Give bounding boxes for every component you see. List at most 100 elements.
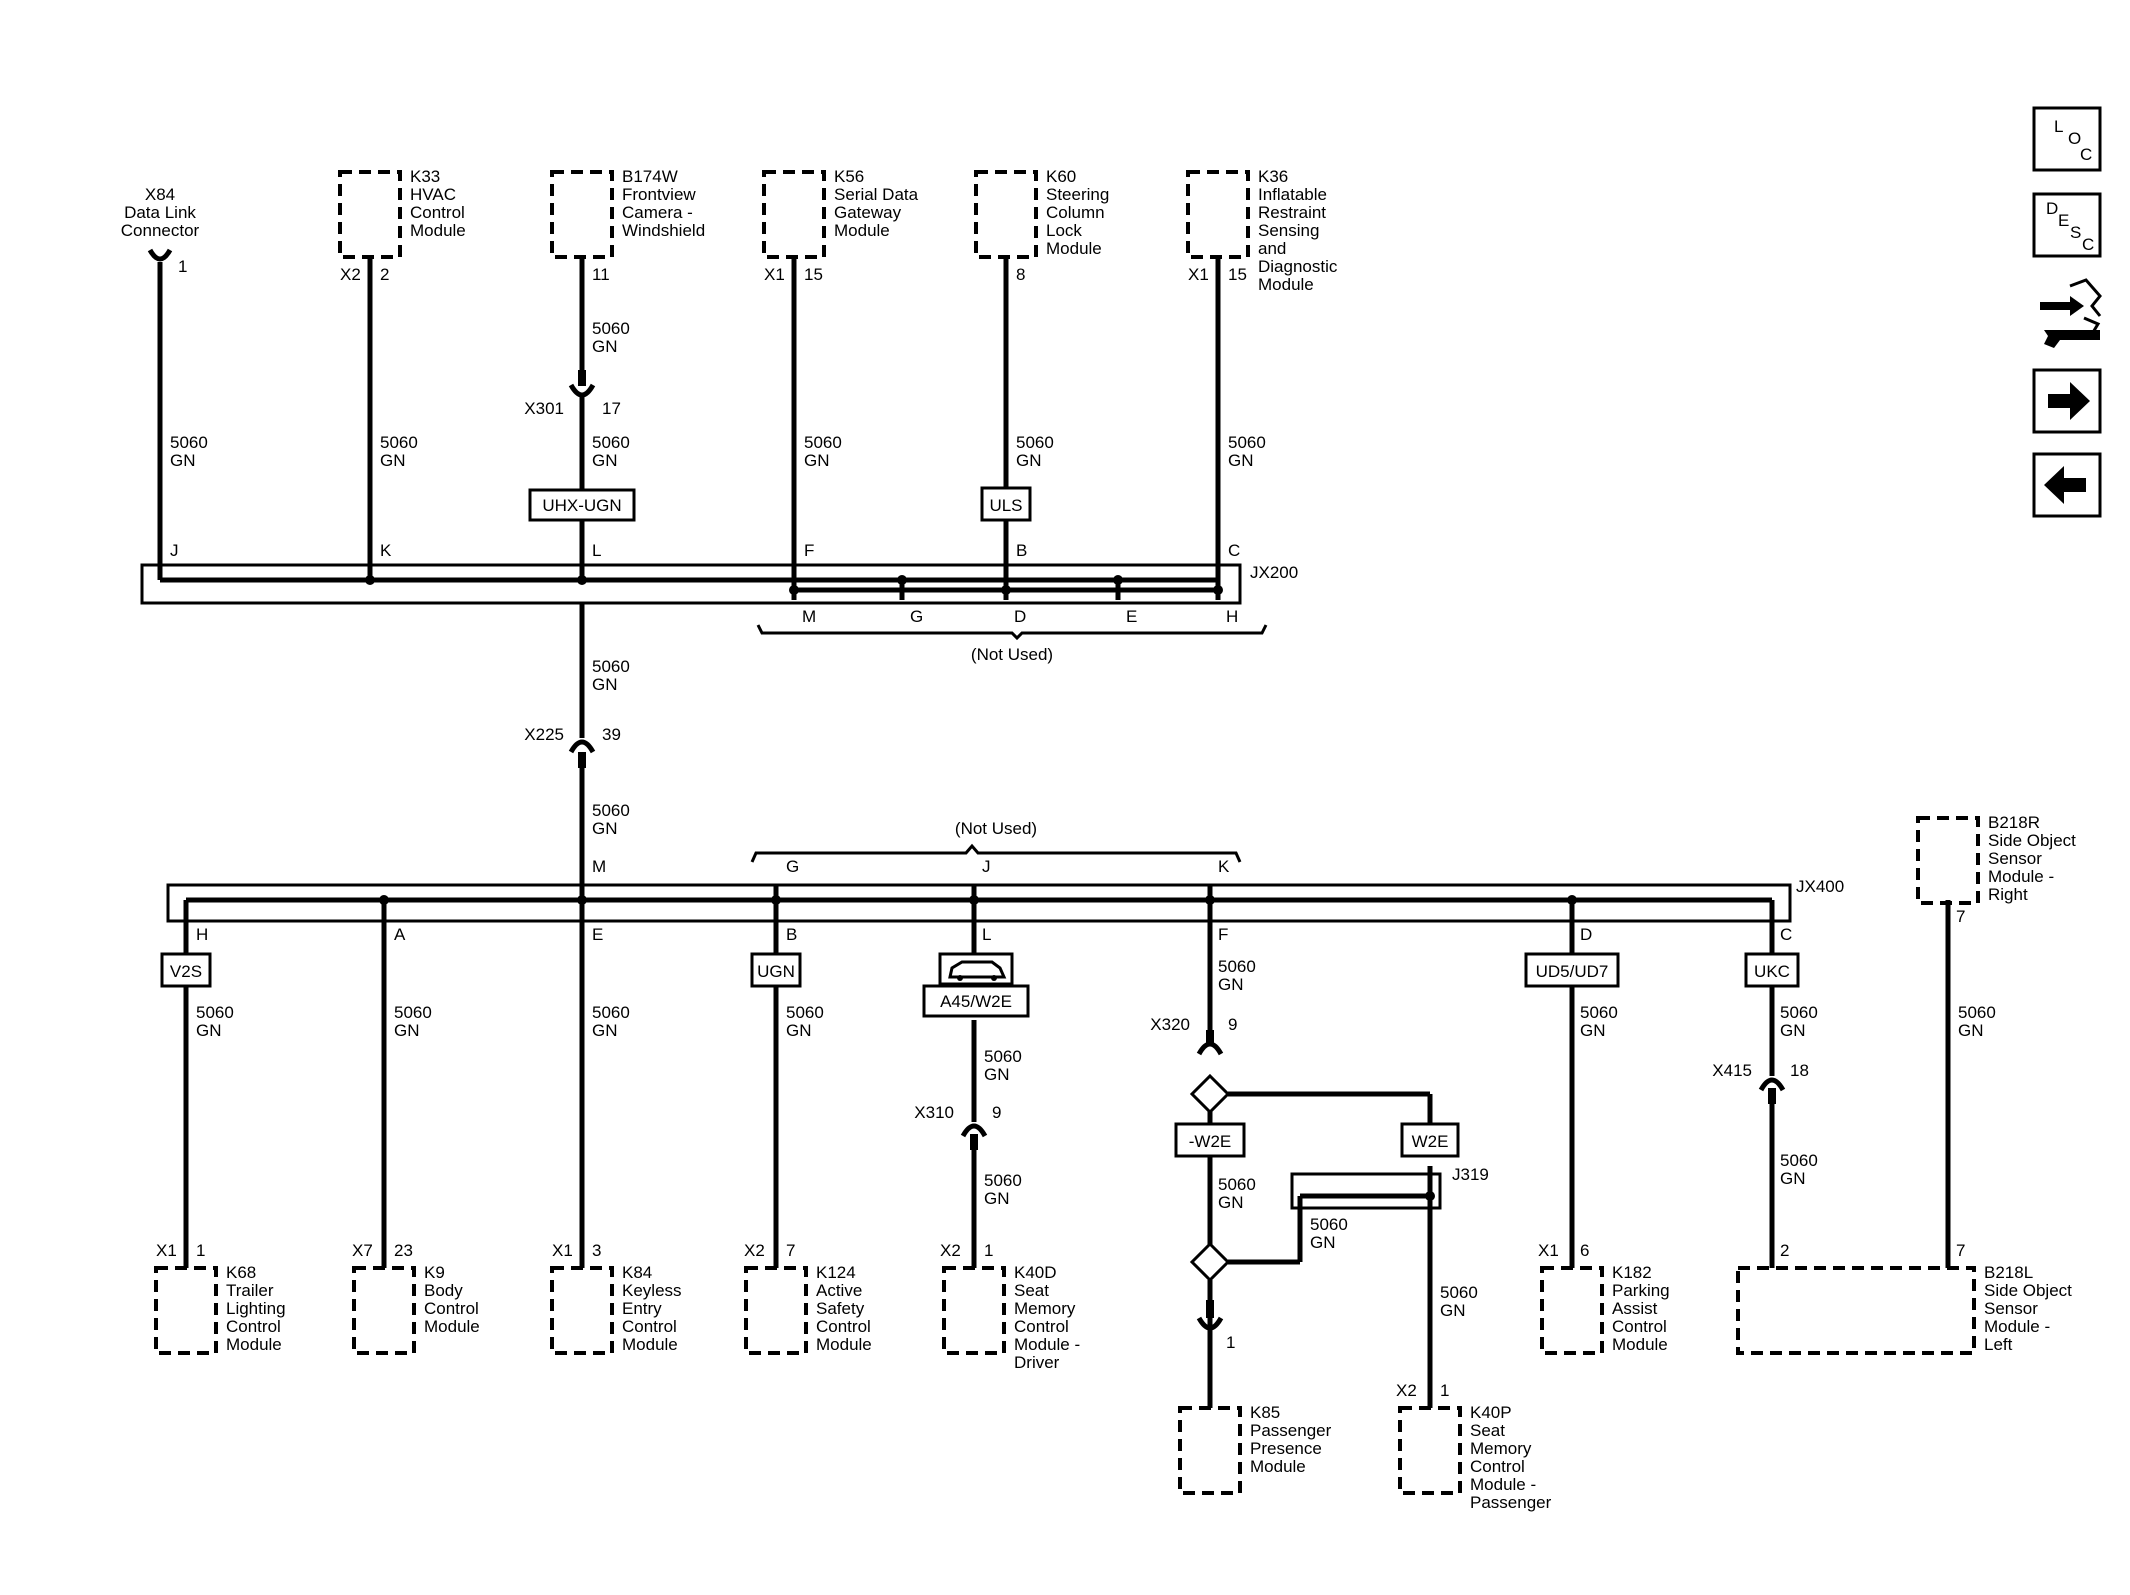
k60-box[interactable] xyxy=(974,170,1038,259)
b174w-box[interactable] xyxy=(550,170,614,259)
ugn-option-box xyxy=(750,952,802,988)
k36-label: K36 Inflatable Restraint Sensing and Dia… xyxy=(1188,167,1338,294)
svg-text:Entry: Entry xyxy=(622,1299,662,1318)
svg-text:2: 2 xyxy=(1780,1241,1789,1260)
x320-connector[interactable] xyxy=(1196,1030,1224,1056)
svg-text:K56: K56 xyxy=(834,167,864,186)
x84-cup xyxy=(147,248,173,262)
svg-text:GN: GN xyxy=(380,451,406,470)
svg-text:M: M xyxy=(592,857,606,876)
svg-text:39: 39 xyxy=(602,725,621,744)
j319-label: J319 xyxy=(1452,1165,1489,1184)
k182-label: X1 6 K182 Parking Assist Control Module xyxy=(1538,1241,1670,1354)
k9-label: X7 23 K9 Body Control Module xyxy=(352,1241,480,1336)
jx400-splice-pack[interactable] xyxy=(166,883,1792,923)
x225-connector[interactable] xyxy=(568,739,596,768)
svg-text:H: H xyxy=(1226,607,1238,626)
svg-text:HVAC: HVAC xyxy=(410,185,456,204)
k84-box[interactable] xyxy=(550,1266,614,1355)
k9-box[interactable] xyxy=(352,1266,416,1355)
svg-text:X1: X1 xyxy=(156,1241,177,1260)
connector-repair-icon[interactable] xyxy=(2040,278,2102,348)
svg-text:9: 9 xyxy=(1228,1015,1237,1034)
k182-box[interactable] xyxy=(1540,1266,1604,1355)
v2s-option-label: V2S xyxy=(170,962,202,981)
svg-text:Column: Column xyxy=(1046,203,1105,222)
k56-box[interactable] xyxy=(762,170,826,259)
k36-box[interactable] xyxy=(1186,170,1250,259)
svg-text:GN: GN xyxy=(1310,1233,1336,1252)
k33-label: K33 HVAC Control Module X2 2 xyxy=(340,167,466,284)
w2e-option-label: W2E xyxy=(1412,1132,1449,1151)
x84-label: X84 Data Link Connector 1 xyxy=(121,185,200,276)
svg-text:K124: K124 xyxy=(816,1263,856,1282)
k40d-label: X2 1 K40D Seat Memory Control Module - D… xyxy=(940,1241,1080,1372)
svg-text:K85: K85 xyxy=(1250,1403,1280,1422)
svg-text:Seat: Seat xyxy=(1470,1421,1505,1440)
svg-text:X1: X1 xyxy=(764,265,785,284)
svg-text:H: H xyxy=(196,925,208,944)
loc-button[interactable] xyxy=(2032,106,2102,172)
k60-label: K60 Steering Column Lock Module 8 xyxy=(1016,167,1109,284)
b218l-box[interactable] xyxy=(1736,1266,1976,1355)
svg-text:GN: GN xyxy=(592,675,618,694)
jx400-not-used: (Not Used) xyxy=(955,819,1037,838)
k84-label: X1 3 K84 Keyless Entry Control Module xyxy=(552,1241,682,1354)
wire-label-b218r: 5060 xyxy=(1958,1003,1996,1022)
b218r-box[interactable] xyxy=(1916,816,1980,905)
x415-connector[interactable] xyxy=(1758,1077,1786,1104)
svg-text:Module -: Module - xyxy=(1470,1475,1536,1494)
desc-button[interactable] xyxy=(2032,192,2102,258)
svg-text:Control: Control xyxy=(622,1317,677,1336)
svg-text:Gateway: Gateway xyxy=(834,203,902,222)
svg-text:Connector: Connector xyxy=(121,221,200,240)
svg-text:GN: GN xyxy=(1016,451,1042,470)
svg-text:Module: Module xyxy=(1250,1457,1306,1476)
svg-text:L: L xyxy=(592,541,601,560)
jx200-splice-pack[interactable] xyxy=(140,563,1242,605)
k124-box[interactable] xyxy=(744,1266,808,1355)
x301-connector[interactable] xyxy=(568,370,596,398)
svg-text:J: J xyxy=(982,857,991,876)
svg-text:Passenger: Passenger xyxy=(1470,1493,1552,1512)
jx200-not-used-brace xyxy=(756,624,1268,641)
loc-c: C xyxy=(2080,145,2092,164)
k40p-box[interactable] xyxy=(1398,1406,1462,1495)
wire-label-x84: 5060 xyxy=(170,433,208,452)
wire-label-k182: 5060 xyxy=(1580,1003,1618,1022)
svg-text:Camera -: Camera - xyxy=(622,203,693,222)
svg-text:1: 1 xyxy=(178,257,187,276)
b218r-label: B218R Side Object Sensor Module - Right … xyxy=(1956,813,2076,926)
desc-d: D xyxy=(2046,199,2058,218)
svg-text:GN: GN xyxy=(592,1021,618,1040)
svg-text:Sensing: Sensing xyxy=(1258,221,1319,240)
k33-box[interactable] xyxy=(338,170,402,259)
svg-text:Side Object: Side Object xyxy=(1988,831,2076,850)
wire-label-ukc: 5060 xyxy=(1780,1003,1818,1022)
svg-text:Safety: Safety xyxy=(816,1299,865,1318)
svg-text:GN: GN xyxy=(984,1065,1010,1084)
svg-text:K33: K33 xyxy=(410,167,440,186)
w2e-branch: -W2E W2E xyxy=(1174,1073,1460,1283)
arrow-right-icon xyxy=(2048,382,2090,420)
top-modules xyxy=(338,170,1250,259)
k68-box[interactable] xyxy=(154,1266,218,1355)
desc-c: C xyxy=(2082,235,2094,254)
wire-label-trunk-upper: 5060 xyxy=(592,657,630,676)
k85-box[interactable] xyxy=(1178,1406,1242,1495)
svg-text:Module -: Module - xyxy=(1014,1335,1080,1354)
svg-text:Trailer: Trailer xyxy=(226,1281,274,1300)
x310-connector[interactable] xyxy=(960,1123,988,1150)
uhx-option-box xyxy=(528,488,636,522)
svg-text:X1: X1 xyxy=(1188,265,1209,284)
svg-text:X2: X2 xyxy=(340,265,361,284)
svg-text:GN: GN xyxy=(786,1021,812,1040)
svg-text:GN: GN xyxy=(1440,1301,1466,1320)
k40d-box[interactable] xyxy=(942,1266,1006,1355)
svg-text:Steering: Steering xyxy=(1046,185,1109,204)
svg-text:G: G xyxy=(910,607,923,626)
svg-text:Control: Control xyxy=(1470,1457,1525,1476)
svg-text:Keyless: Keyless xyxy=(622,1281,682,1300)
svg-text:Module: Module xyxy=(816,1335,872,1354)
svg-text:G: G xyxy=(786,857,799,876)
